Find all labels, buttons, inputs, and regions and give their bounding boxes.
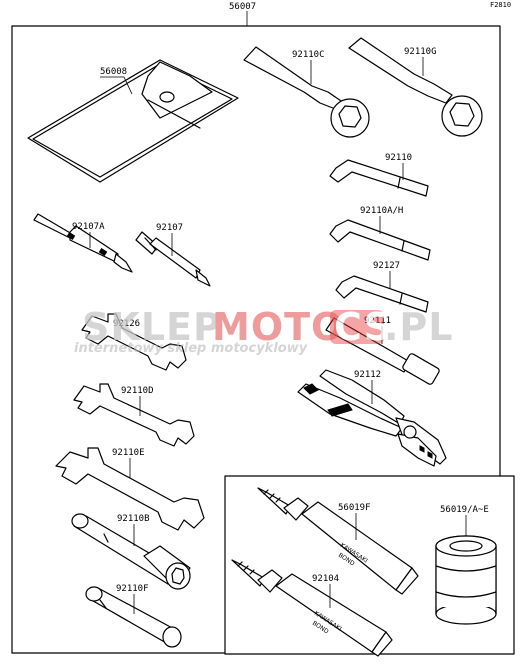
adhesive-tube-92104: KAWASAKI BOND: [231, 559, 393, 657]
label-92110f: 92110F: [116, 584, 149, 594]
label-56019ae: 56019/A~E: [440, 505, 489, 515]
watermark: SKLEP MOTO CS .PL internetowy sklep moto…: [74, 305, 454, 356]
pliers-92112: [297, 369, 447, 467]
label-56019f: 56019F: [338, 503, 371, 513]
watermark-moto: MOTO: [212, 305, 344, 349]
adhesive-can-56019: [435, 535, 497, 625]
figure-code: F2810: [490, 1, 511, 9]
adhesive-tube-56019f: KAWASAKI BOND: [257, 487, 419, 595]
open-wrench-92110e: [55, 447, 205, 531]
label-56008: 56008: [100, 67, 127, 77]
tool-pouch: [27, 59, 239, 183]
label-92110ah: 92110A/H: [360, 206, 403, 216]
label-92126: 92126: [113, 319, 140, 329]
box-wrench-92110g: [348, 37, 483, 137]
kit-number-label: 56007: [229, 2, 256, 12]
label-92110b: 92110B: [117, 514, 150, 524]
watermark-cs-badge: CS: [330, 305, 392, 349]
socket-wrench-92110f: [85, 586, 182, 648]
watermark-cs: CS: [334, 305, 392, 349]
label-92112: 92112: [354, 370, 381, 380]
watermark-sklep: SKLEP: [82, 305, 222, 349]
open-wrench-92126: [81, 313, 187, 371]
label-92110d: 92110D: [121, 386, 154, 396]
label-92107a: 92107A: [72, 222, 105, 232]
label-92104: 92104: [312, 574, 339, 584]
label-92110g: 92110G: [404, 47, 437, 57]
watermark-tagline: internetowy sklep motocyklowy: [74, 341, 308, 356]
label-92110e: 92110E: [112, 448, 145, 458]
label-92127: 92127: [373, 261, 400, 271]
open-wrench-92110d: [73, 383, 195, 447]
adhesive-subframe: [224, 475, 515, 655]
handle-92111: [325, 317, 440, 385]
label-92110c: 92110C: [292, 50, 325, 60]
hex-key-92110ah: [329, 219, 431, 261]
hex-key-92110: [329, 159, 429, 197]
hex-key-92127: [335, 275, 429, 313]
screwdriver-92107: [135, 231, 211, 287]
socket-wrench-92110b: [71, 513, 191, 590]
label-92110: 92110: [385, 153, 412, 163]
screwdriver-92107a: [33, 213, 133, 273]
watermark-pl: .PL: [384, 305, 454, 349]
box-wrench-92110c: [243, 46, 370, 138]
label-92111: 92111: [364, 316, 391, 326]
label-92107: 92107: [156, 223, 183, 233]
kit-frame: [11, 25, 501, 654]
